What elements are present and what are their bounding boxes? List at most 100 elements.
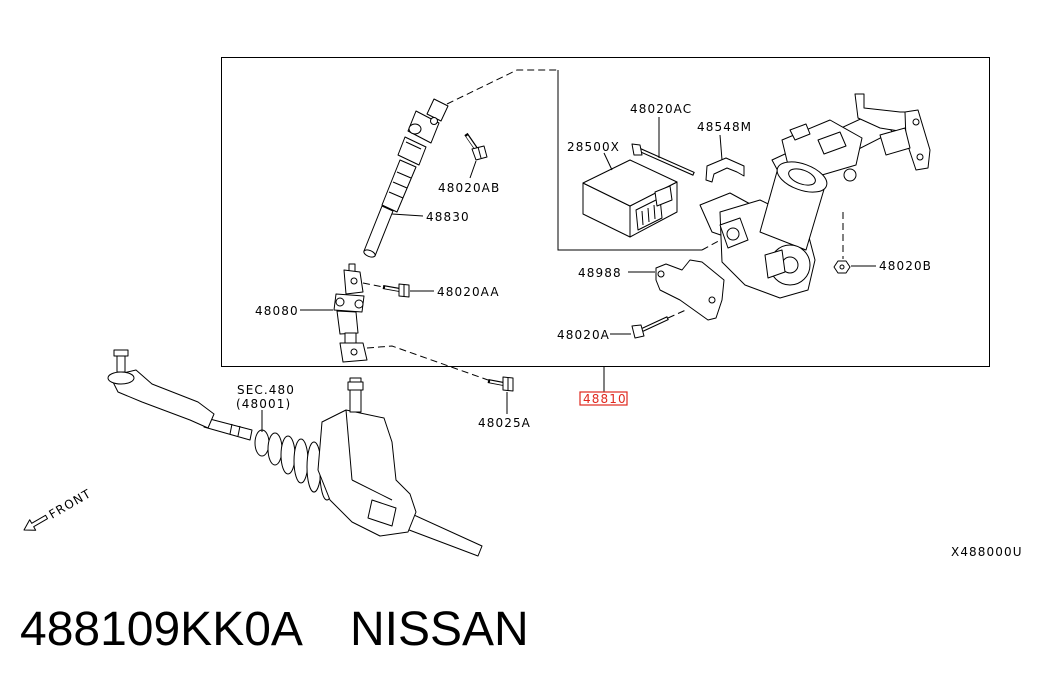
housing-edge (351, 479, 393, 501)
assembly-frame (221, 57, 990, 367)
bracket-body (655, 259, 725, 321)
callout-48988[interactable]: 48988 (578, 266, 622, 280)
boot-ring (280, 435, 296, 475)
nut-bore (839, 264, 845, 270)
lower-yoke (397, 136, 427, 166)
callout-48025a[interactable]: 48025A (478, 416, 531, 430)
aa-dashed-connector (362, 282, 384, 288)
nut-48020b (833, 260, 851, 274)
callout-48810[interactable]: 48810 (583, 392, 627, 406)
bracket-48988 (655, 259, 725, 321)
bearing-cap (408, 123, 422, 135)
bolt-head (631, 324, 645, 339)
leader-48548m (719, 134, 723, 161)
callout-48020ac[interactable]: 48020AC (630, 102, 692, 116)
section-ref-title[interactable]: SEC.480 (237, 383, 295, 397)
joint-shaft (344, 332, 357, 345)
clip-48548m (705, 157, 745, 183)
tie-rod-nut (229, 423, 233, 435)
pinion-spline (347, 381, 364, 391)
upper-universal-joint (397, 98, 449, 166)
bolt-48025a (487, 376, 514, 392)
upper-shaft-end (879, 127, 911, 156)
steering-rack-assembly (107, 349, 483, 557)
bolt-48020ab (464, 132, 488, 161)
clamp-hole (350, 348, 358, 356)
shaft-rib (396, 171, 412, 179)
callout-48548m[interactable]: 48548M (697, 120, 752, 134)
bracket-bolt-dashed-connector (667, 308, 689, 319)
brand-caption: NISSAN (350, 603, 529, 656)
control-module-28500x (582, 159, 678, 238)
ball-joint (107, 371, 135, 385)
housing-edge (345, 409, 353, 481)
shaft-rib (392, 181, 408, 189)
motor-connector (764, 249, 786, 279)
boot-ring (293, 438, 309, 484)
callout-28500x[interactable]: 28500X (567, 140, 620, 154)
bolt-head-edge (477, 146, 482, 159)
callout-48020b[interactable]: 48020B (879, 259, 932, 273)
lower-universal-joint (333, 263, 368, 363)
bolt-shank-inner (384, 286, 400, 291)
upper-solid-connector (557, 70, 702, 251)
boot-ring (254, 429, 270, 457)
lower-dashed-connector (366, 345, 489, 381)
motor-end-boss (788, 168, 816, 186)
clip-body (705, 157, 745, 183)
bearing-cap (354, 299, 364, 309)
leader-lines (261, 117, 876, 432)
module-connector (654, 185, 673, 207)
boot-ring (267, 432, 283, 466)
bolt-shank-inner (489, 380, 504, 385)
connector-pin (653, 204, 656, 220)
bolt-48020a (631, 316, 669, 339)
part-number-caption: 488109KK0A (20, 603, 303, 656)
shaft-end (363, 249, 376, 258)
ball-stud (116, 355, 126, 373)
shaft-rib (388, 191, 404, 199)
housing-clamp (367, 499, 397, 527)
bearing-cap (335, 297, 345, 307)
connector-pin (641, 210, 644, 226)
bearing-cap (430, 117, 438, 125)
bracket-hole (708, 296, 716, 304)
bolt-shank-inner (466, 135, 477, 150)
module-top-face (582, 159, 678, 207)
column-dashed-connector (701, 237, 725, 251)
lower-shaft-bore (726, 227, 740, 241)
steering-column-assembly (699, 93, 931, 299)
callout-48080[interactable]: 48080 (255, 304, 299, 318)
leader-48020ab (469, 160, 477, 179)
highlight-box-48810[interactable] (579, 391, 628, 406)
tilt-pivot (843, 168, 857, 182)
section-ref-code[interactable]: (48001) (236, 397, 291, 411)
leader-48830 (391, 213, 424, 217)
bracket-hole (657, 270, 665, 278)
tie-rod-nut (237, 425, 241, 437)
part-callouts: 48020AB 48830 48020AC 28500X 48548M 4802… (236, 102, 1023, 559)
leader-28500x (603, 152, 613, 171)
callout-48020ab[interactable]: 48020AB (438, 181, 500, 195)
callout-48830[interactable]: 48830 (426, 210, 470, 224)
lower-yoke (336, 310, 359, 335)
steering-shaft (363, 159, 417, 258)
callout-48020a[interactable]: 48020A (557, 328, 610, 342)
bolt-head (631, 143, 643, 156)
front-label: FRONT (47, 486, 94, 521)
front-arrow-icon (23, 514, 48, 531)
callout-48020aa[interactable]: 48020AA (437, 285, 500, 299)
bolt-48020aa (382, 283, 410, 298)
yoke-hole (350, 277, 358, 285)
upper-dashed-connector (446, 69, 558, 105)
pinion-shaft (349, 377, 362, 413)
upper-yoke (426, 98, 449, 122)
mounting-hole (916, 153, 924, 161)
tilt-block (817, 131, 847, 155)
connector-lines (362, 69, 844, 381)
connector-pin (647, 207, 650, 223)
rack-housing (317, 409, 417, 537)
figure-code: X488000U (951, 545, 1023, 559)
bolt-48020ac (631, 143, 695, 176)
